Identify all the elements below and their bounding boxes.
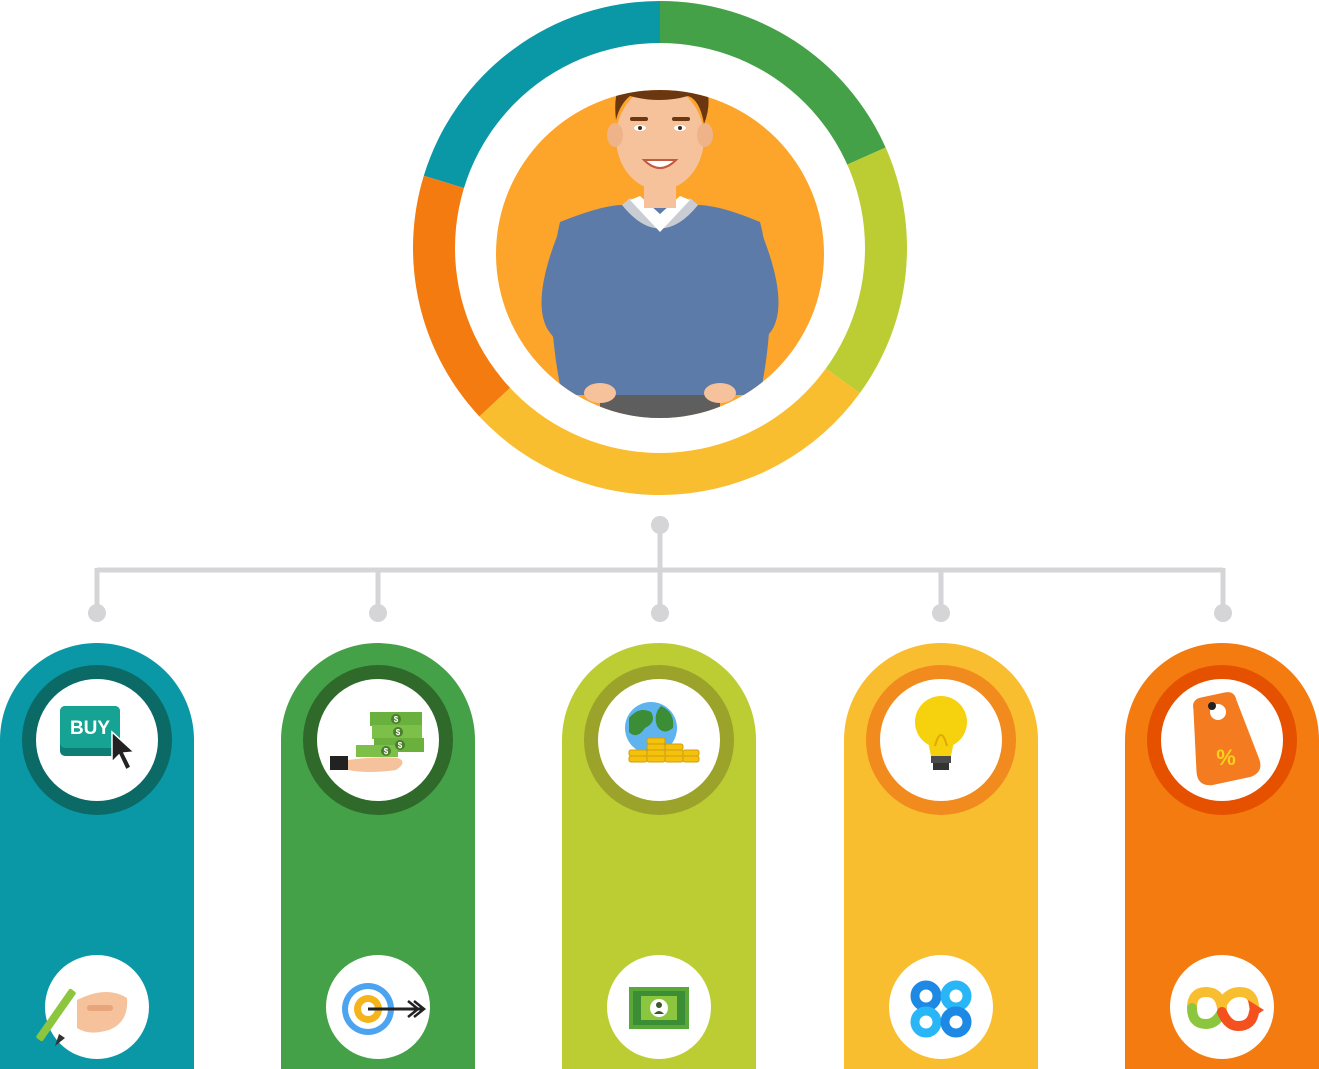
connector-tree <box>88 516 1232 622</box>
card-4 <box>844 643 1038 1069</box>
banknote-icon <box>629 987 689 1029</box>
hub-ring-segment-yellow <box>479 365 860 496</box>
blue-knot-icon <box>910 980 972 1038</box>
connector-node-1 <box>88 604 106 622</box>
money-hand-icon: $ $ $ $ <box>330 712 424 772</box>
infinity-arrows-icon <box>1187 986 1264 1032</box>
hub-ring-segment-green <box>660 1 886 167</box>
card-row: BUY $ $ $ $ <box>0 643 1319 1069</box>
target-arrow-icon <box>342 983 427 1035</box>
card-1: BUY <box>0 643 194 1069</box>
connector-node-2 <box>369 604 387 622</box>
lightbulb-icon <box>915 696 967 770</box>
connector-node-3 <box>651 604 669 622</box>
connector-node-top <box>651 516 669 534</box>
svg-text:$: $ <box>394 715 399 724</box>
buy-button-icon: BUY <box>60 706 136 772</box>
hand-writing-icon <box>36 988 128 1046</box>
svg-text:$: $ <box>398 741 403 750</box>
connector-node-5 <box>1214 604 1232 622</box>
svg-text:$: $ <box>384 747 389 756</box>
card-4-bottom-badge <box>889 955 993 1059</box>
discount-label: % <box>1216 745 1236 770</box>
card-5: % <box>1125 643 1319 1069</box>
card-3 <box>562 643 756 1069</box>
hub <box>413 1 908 496</box>
connector-drops <box>88 568 1232 622</box>
discount-tag-icon: % <box>1193 692 1261 786</box>
card-2: $ $ $ $ <box>281 643 475 1069</box>
hub-ring-segment-teal <box>423 1 660 190</box>
connector-node-4 <box>932 604 950 622</box>
buy-label: BUY <box>70 718 110 739</box>
businessman-avatar-icon <box>541 90 779 418</box>
svg-text:$: $ <box>396 728 401 737</box>
globe-coins-icon <box>625 702 700 763</box>
